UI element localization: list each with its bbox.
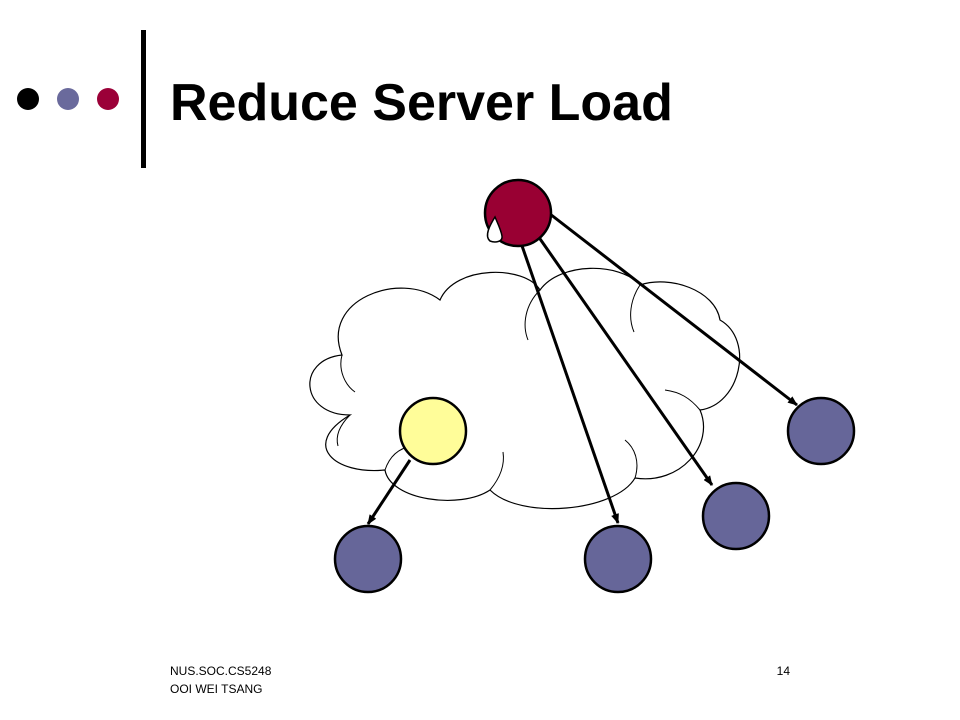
footer-course: NUS.SOC.CS5248 [170, 664, 272, 678]
file-drop-icon [486, 215, 503, 243]
bullet-red-dot [97, 88, 119, 110]
slide-title: Reduce Server Load [170, 74, 673, 132]
network-cloud [309, 267, 741, 510]
title-bullets [17, 88, 119, 110]
bullet-black-dot [17, 88, 39, 110]
client-node-3 [786, 396, 856, 466]
server-node [483, 178, 553, 248]
footer-author: OOI WEI TSANG [170, 682, 263, 696]
title-divider [141, 30, 146, 168]
client-node-4 [333, 524, 403, 594]
edge-server-to-client-1 [518, 239, 620, 524]
peer-node [398, 396, 468, 466]
bullet-blue-dot [57, 88, 79, 110]
edge-server-to-client-2 [536, 235, 714, 486]
edge-peer-to-client-4 [366, 459, 412, 525]
edge-server-to-client-3 [549, 212, 798, 407]
footer-credits: NUS.SOC.CS5248 OOI WEI TSANG [170, 662, 271, 698]
page-number: 14 [776, 664, 790, 678]
client-node-1 [583, 524, 653, 594]
client-node-2 [701, 481, 771, 551]
